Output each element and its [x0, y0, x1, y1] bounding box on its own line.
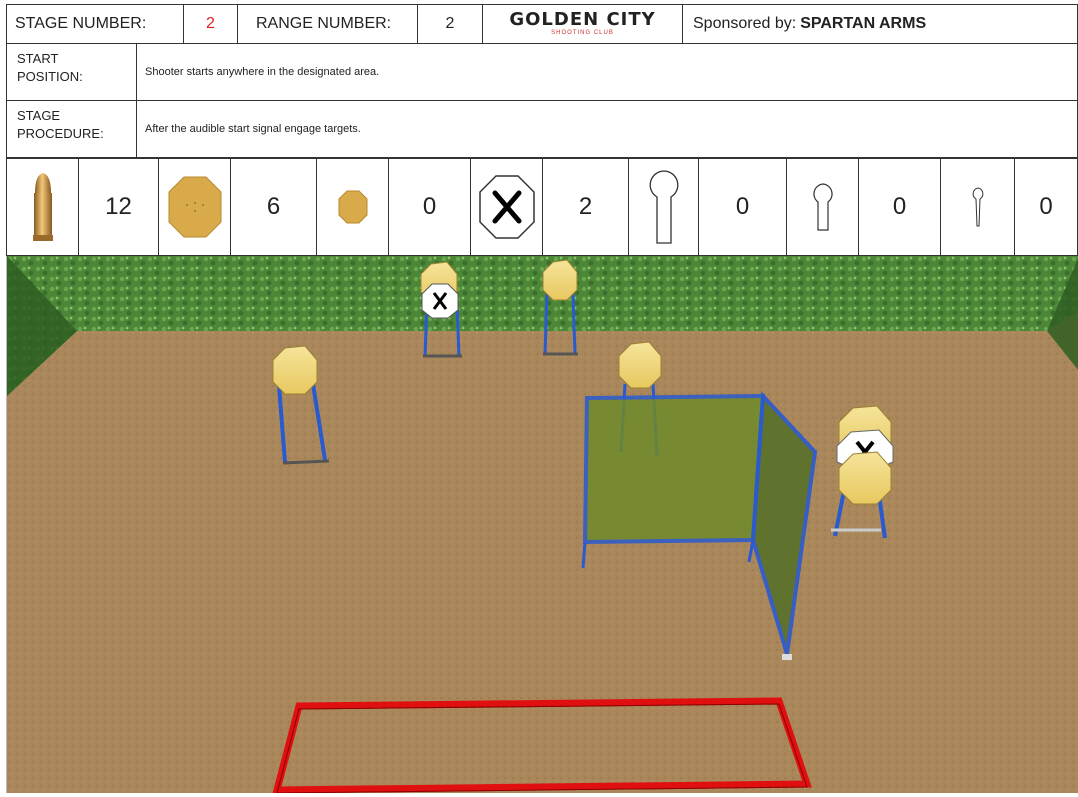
stage-procedure-row: STAGE PROCEDURE: After the audible start… [6, 101, 1078, 158]
large-keyhole-count-cell: 0 [699, 159, 787, 255]
large-plate-cell [159, 159, 231, 255]
stage-layout-render [6, 256, 1078, 793]
no-shoot-cell [471, 159, 543, 255]
stage-sheet: STAGE NUMBER: 2 RANGE NUMBER: 2 GOLDEN C… [6, 4, 1078, 793]
medium-keyhole-target-icon [811, 182, 835, 232]
club-logo-text: GOLDEN CITY [509, 11, 655, 29]
small-keyhole-target-icon [970, 186, 986, 228]
medium-keyhole-count-cell: 0 [859, 159, 941, 255]
club-logo-subtext: SHOOTING CLUB [551, 29, 614, 37]
no-shoot-count: 2 [579, 193, 592, 221]
rounds-count-cell: 12 [79, 159, 159, 255]
large-plate-count-cell: 6 [231, 159, 317, 255]
medium-keyhole-cell [787, 159, 859, 255]
start-position-label: START POSITION: [7, 44, 137, 100]
range-number-value: 2 [418, 5, 483, 43]
no-shoot-count-cell: 2 [543, 159, 629, 255]
sponsor: Sponsored by: SPARTAN ARMS [683, 5, 1077, 43]
rounds-count: 12 [105, 193, 132, 221]
small-keyhole-count-cell: 0 [1015, 159, 1077, 255]
ground [7, 256, 1078, 793]
large-keyhole-cell [629, 159, 699, 255]
cartridge-icon [28, 171, 58, 243]
target-count-row: 12 6 0 2 0 [6, 158, 1078, 256]
range-number-label: RANGE NUMBER: [238, 5, 418, 43]
header-row: STAGE NUMBER: 2 RANGE NUMBER: 2 GOLDEN C… [6, 4, 1078, 44]
start-position-row: START POSITION: Shooter starts anywhere … [6, 44, 1078, 101]
no-shoot-target-icon [478, 174, 536, 240]
small-keyhole-cell [941, 159, 1015, 255]
start-label-line2: POSITION: [17, 68, 126, 86]
club-logo: GOLDEN CITY SHOOTING CLUB [483, 5, 683, 43]
stage-diagram [7, 256, 1078, 793]
stage-procedure-label: STAGE PROCEDURE: [7, 101, 137, 157]
medium-keyhole-count: 0 [893, 193, 906, 221]
start-position-text: Shooter starts anywhere in the designate… [137, 44, 1077, 100]
large-keyhole-count: 0 [736, 193, 749, 221]
small-steel-plate-icon [338, 190, 368, 224]
large-plate-count: 6 [267, 193, 280, 221]
small-plate-cell [317, 159, 389, 255]
start-label-line1: START [17, 50, 126, 68]
small-keyhole-count: 0 [1039, 193, 1052, 221]
small-plate-count-cell: 0 [389, 159, 471, 255]
procedure-label-line1: STAGE [17, 107, 126, 125]
large-steel-plate-icon [167, 175, 223, 239]
small-plate-count: 0 [423, 193, 436, 221]
sponsor-label: Sponsored by: [693, 15, 796, 33]
stage-number-value: 2 [184, 5, 238, 43]
procedure-label-line2: PROCEDURE: [17, 125, 126, 143]
cartridge-cell [7, 159, 79, 255]
sponsor-name: SPARTAN ARMS [800, 15, 926, 33]
large-keyhole-target-icon [647, 169, 681, 245]
stage-number-label: STAGE NUMBER: [7, 5, 184, 43]
stage-procedure-text: After the audible start signal engage ta… [137, 101, 1077, 157]
